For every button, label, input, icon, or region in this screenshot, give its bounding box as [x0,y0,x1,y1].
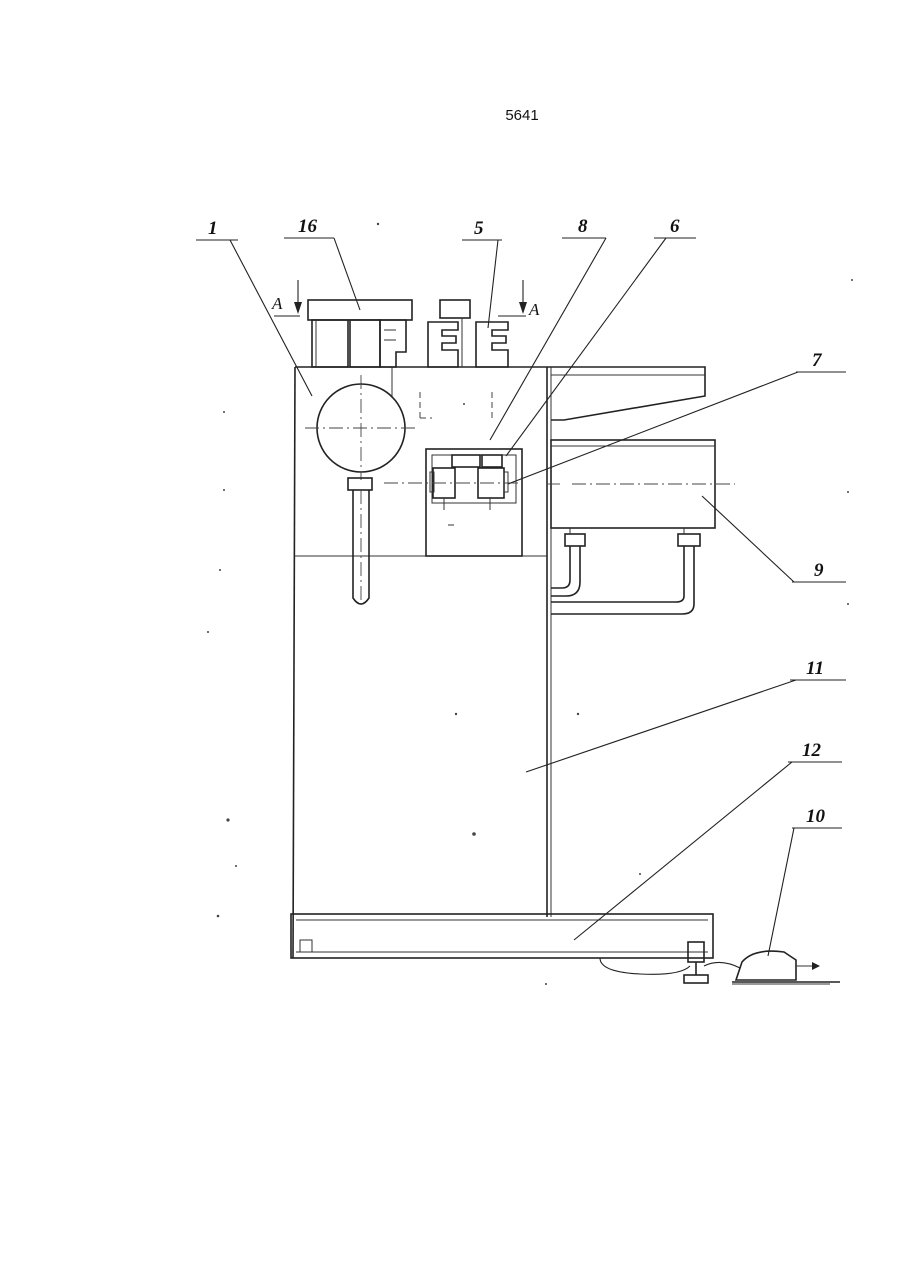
callout-label-8: 8 [578,216,588,237]
section-letter-left: A [271,294,283,313]
top-tooling [308,300,508,367]
callout-label-12: 12 [802,740,822,761]
callout-11: 11 [526,658,846,772]
callout-9: 9 [702,496,846,582]
callout-16: 16 [284,216,360,310]
callout-label-7: 7 [812,350,823,371]
section-letter-right: A [528,300,540,319]
inner-chamber [384,392,522,556]
machine-body [293,367,551,958]
callout-label-10: 10 [806,806,826,827]
callout-label-11: 11 [806,658,824,679]
scan-specks [207,223,853,985]
section-mark-left: A [271,280,302,316]
pressure-gauge [305,375,417,605]
callout-12: 12 [574,740,842,940]
callout-label-6: 6 [670,216,680,237]
callout-7: 7 [508,350,846,484]
callout-label-1: 1 [208,218,218,239]
callout-10: 10 [768,806,842,956]
callout-label-16: 16 [298,216,318,237]
section-mark-right: A [498,280,540,319]
callout-5: 5 [462,218,502,328]
hydraulic-pipes [551,528,700,614]
callout-label-9: 9 [814,560,824,581]
callout-6: 6 [506,216,696,456]
cylinder [548,440,735,528]
foot-pedal [732,951,840,984]
side-table [551,367,705,420]
callout-label-5: 5 [474,218,484,239]
base-frame [291,914,740,983]
